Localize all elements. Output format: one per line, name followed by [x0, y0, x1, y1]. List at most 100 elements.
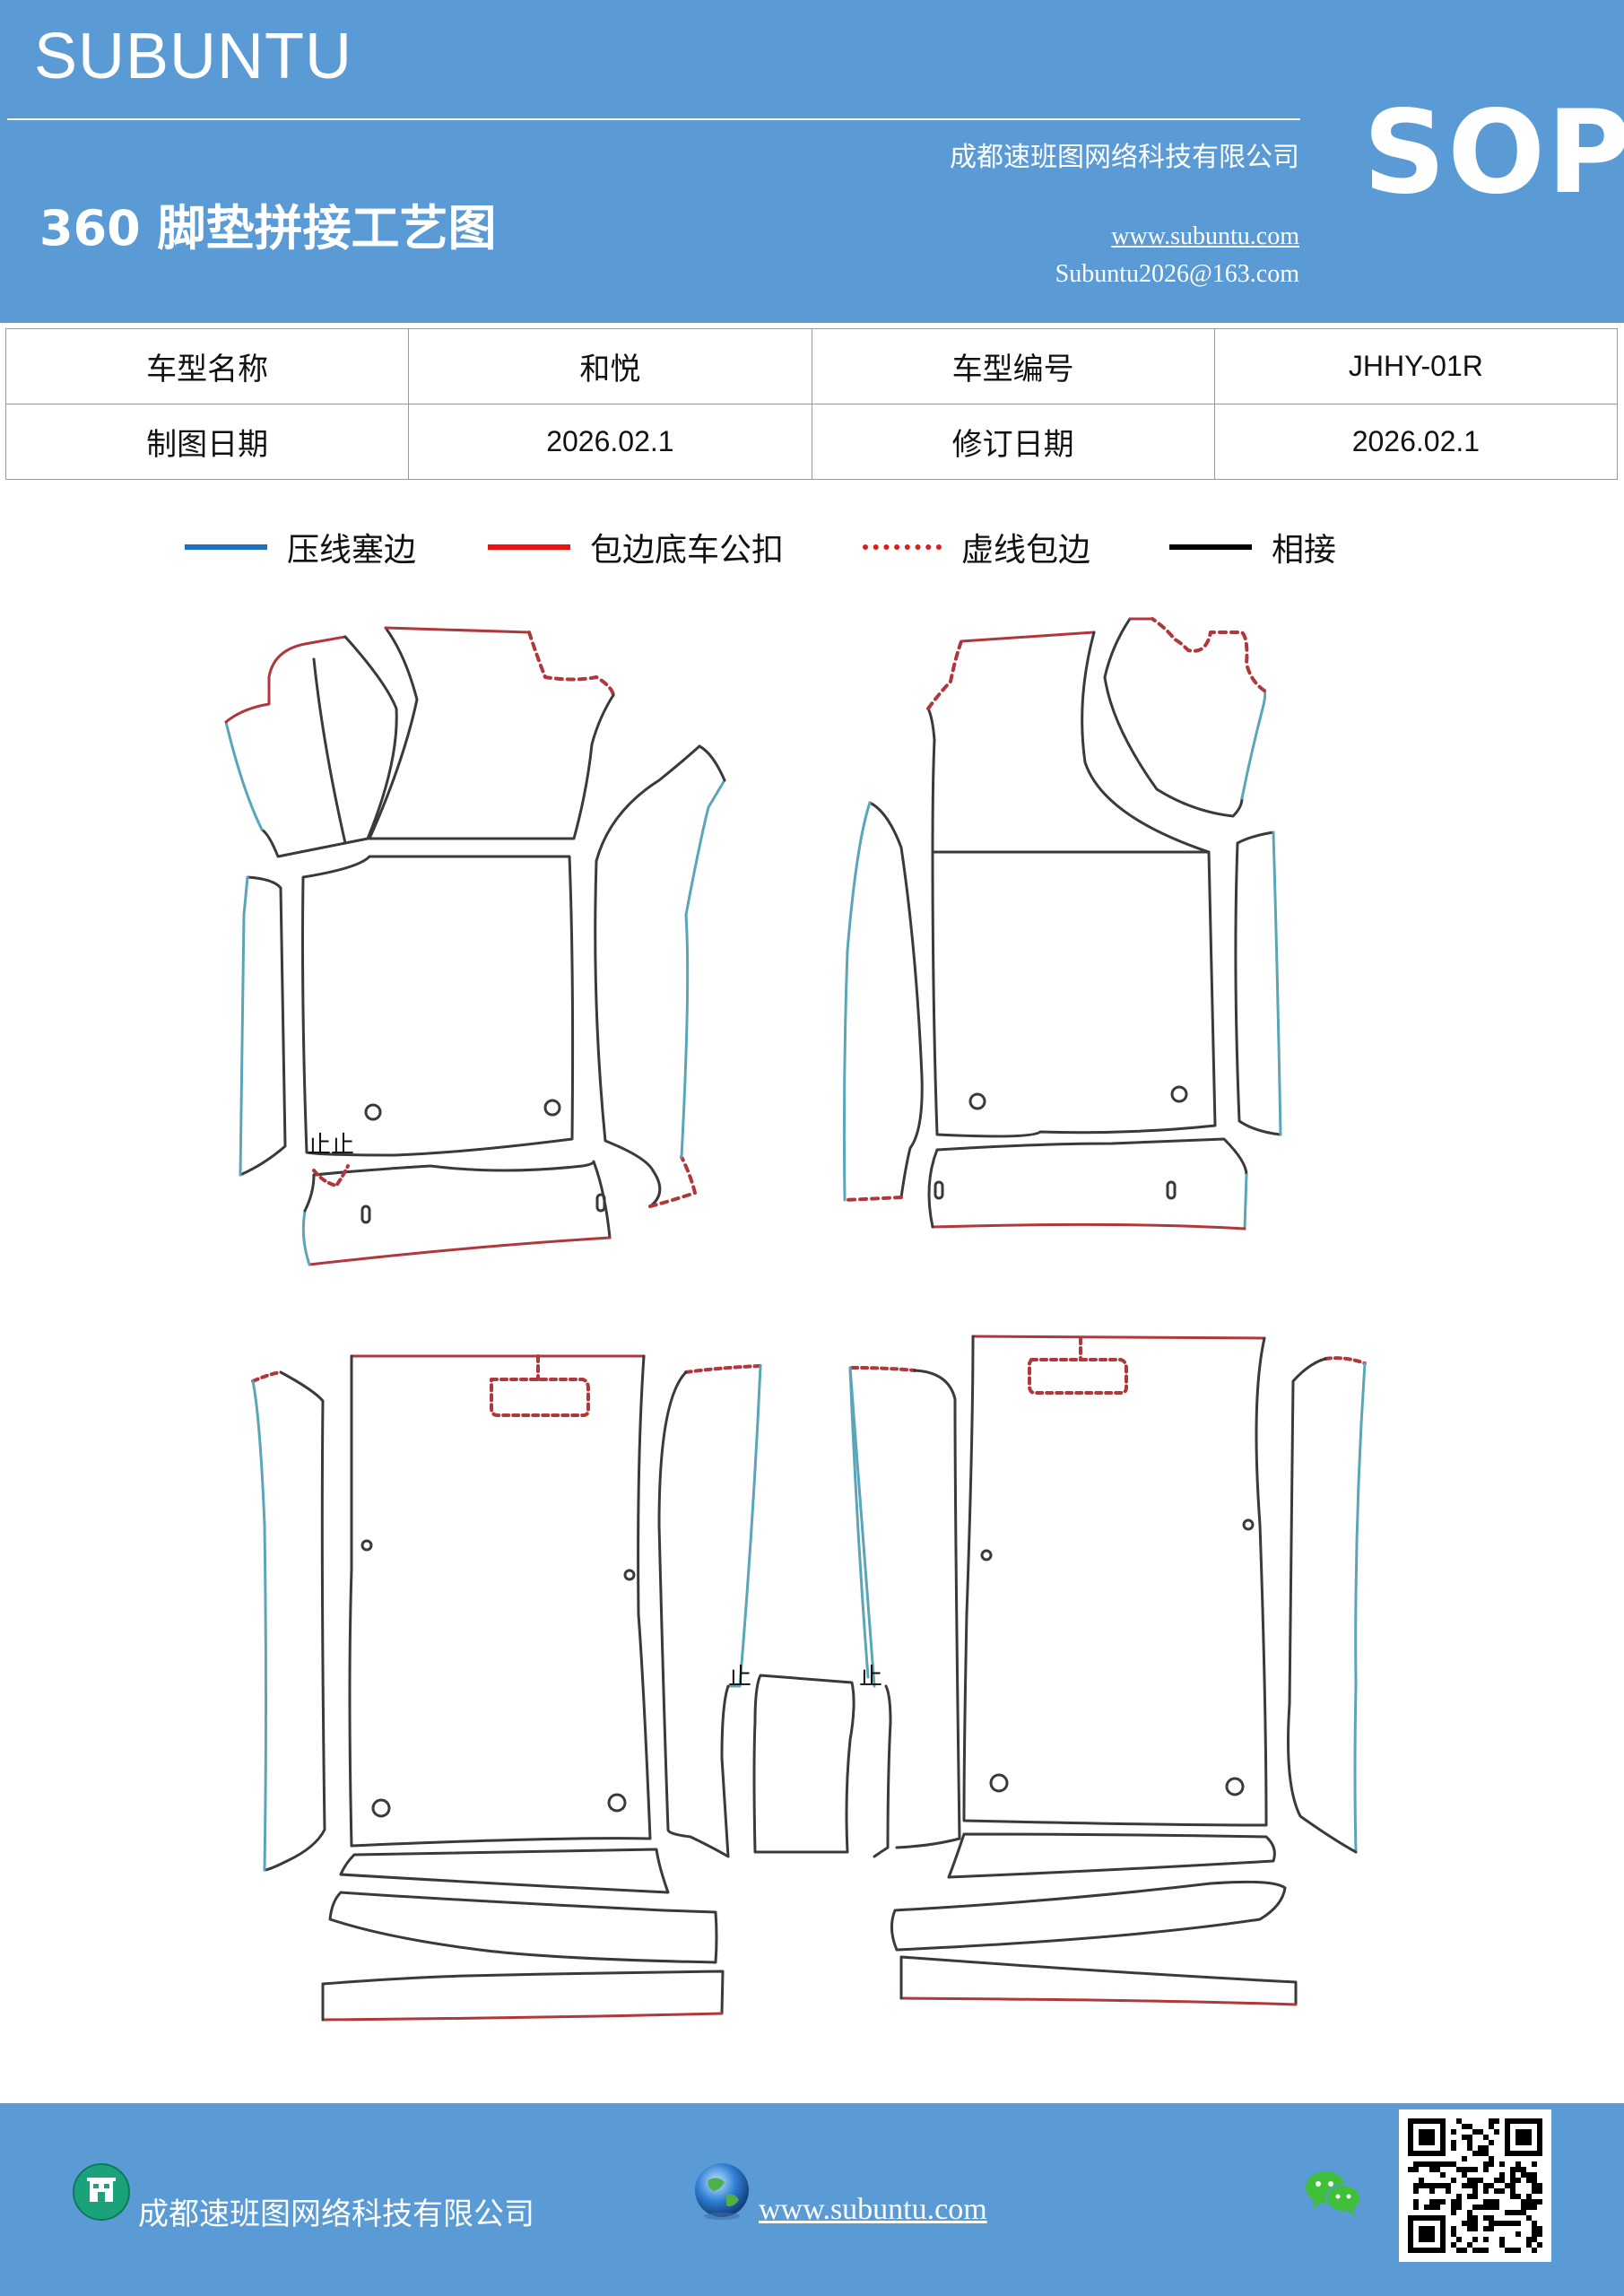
mat-piece — [1028, 1358, 1128, 1395]
header-divider — [7, 118, 1300, 120]
stop-mark: 止 — [728, 1664, 751, 1691]
revise-date-label: 修订日期 — [811, 404, 1215, 480]
mat-piece — [339, 1848, 670, 1894]
mat-piece — [698, 744, 726, 782]
mat-front-right-group — [842, 617, 1282, 1231]
mat-slot — [595, 1193, 606, 1213]
legend-label: 包边底车公扣 — [590, 532, 785, 569]
stop-mark: 止止 — [308, 1132, 354, 1159]
footer-website-link[interactable]: www.subuntu.com — [759, 2193, 987, 2226]
mat-piece — [308, 1236, 612, 1266]
mat-piece — [850, 1366, 916, 1372]
mat-piece — [931, 850, 1217, 1138]
mat-piece — [648, 1155, 697, 1208]
revise-date-value: 2026.02.1 — [1213, 404, 1619, 480]
mat-piece — [931, 1222, 1246, 1231]
mat-hole — [989, 1773, 1009, 1793]
mat-piece — [303, 1173, 316, 1213]
mat-piece — [873, 1684, 892, 1858]
legend-swatch-black — [1169, 544, 1252, 550]
stop-mark: 止 — [859, 1664, 882, 1691]
mat-piece — [926, 639, 963, 710]
car-code-value: JHHY-01R — [1213, 328, 1619, 404]
mat-piece — [684, 1364, 762, 1374]
mat-piece — [1243, 1173, 1248, 1231]
mat-piece — [890, 1880, 1287, 1952]
mat-piece — [931, 631, 1211, 854]
mat-piece — [752, 1674, 855, 1854]
mat-piece — [527, 631, 615, 697]
mat-piece — [960, 631, 1096, 643]
draw-date-value: 2026.02.1 — [408, 404, 812, 480]
mat-hole — [968, 1092, 986, 1110]
mat-piece — [321, 635, 398, 849]
mat-piece — [947, 1832, 1276, 1879]
mat-hole — [1170, 1085, 1188, 1103]
page-footer: 成都速班图网络科技有限公司 www.subuntu.com — [0, 2103, 1624, 2296]
mat-piece — [312, 1164, 350, 1187]
mat-piece — [843, 1196, 903, 1202]
mat-piece — [895, 1369, 961, 1849]
car-name-value: 和悦 — [408, 328, 812, 404]
wechat-icon[interactable] — [1302, 2166, 1365, 2220]
mat-piece — [848, 1366, 870, 1679]
mat-piece — [384, 626, 531, 634]
page-header: SUBUNTU 360 脚垫拼接工艺图 成都速班图网络科技有限公司 www.su… — [0, 0, 1624, 323]
mat-piece — [348, 1354, 652, 1848]
legend-label: 相接 — [1272, 532, 1337, 569]
mat-rear-left-group: 止 — [251, 1354, 762, 2022]
mat-piece — [224, 720, 264, 831]
mat-center-tunnel: 止 — [752, 1366, 892, 1858]
footer-company-name: 成都速班图网络科技有限公司 — [138, 2196, 534, 2232]
legend-item-joint: 相接 — [1169, 520, 1336, 574]
mat-hole — [1242, 1518, 1255, 1531]
mat-piece — [321, 2012, 724, 2022]
legend-item-bind-edge: 包边底车公扣 — [488, 520, 784, 574]
mat-slot — [934, 1180, 944, 1200]
mat-piece — [962, 1335, 1268, 1827]
mat-hole — [1225, 1777, 1245, 1796]
globe-icon — [695, 2163, 749, 2220]
mat-piece — [1272, 831, 1282, 1136]
mat-slot — [360, 1205, 371, 1224]
mat-piece — [927, 1148, 939, 1229]
mat-hole — [607, 1793, 627, 1813]
floor-mat-pattern-drawing: 止止 — [224, 617, 1367, 2022]
qr-code-pattern — [1408, 2118, 1542, 2253]
mat-piece — [1151, 617, 1266, 692]
mat-piece — [868, 801, 924, 1199]
mat-piece — [321, 1970, 725, 2015]
mat-piece — [251, 1379, 267, 1872]
mat-front-left-group: 止止 — [224, 626, 726, 1266]
brand-name: SUBUNTU — [34, 21, 353, 92]
mat-hole — [543, 1099, 561, 1117]
mat-piece — [1287, 1357, 1358, 1854]
mat-piece — [267, 635, 347, 679]
mat-piece — [490, 1378, 590, 1417]
line-legend: 压线塞边 包边底车公扣 虚线包边 相接 — [0, 520, 1624, 574]
mat-piece — [328, 1891, 718, 1964]
mat-piece — [971, 1335, 1266, 1340]
mat-piece — [239, 875, 249, 1177]
mat-piece — [899, 1996, 1298, 2006]
mat-rear-right-group — [848, 1335, 1367, 2006]
car-name-label: 车型名称 — [4, 328, 410, 404]
mat-piece — [368, 626, 419, 840]
mat-hole — [364, 1103, 382, 1121]
mat-piece — [260, 828, 325, 858]
header-email[interactable]: Subuntu2026@163.com — [1055, 260, 1299, 288]
mat-piece — [1353, 1361, 1367, 1854]
mat-piece — [1103, 617, 1244, 818]
mat-piece — [680, 778, 726, 1159]
mat-piece — [1324, 1356, 1367, 1365]
mat-piece — [935, 1137, 1248, 1177]
mat-piece — [312, 657, 347, 845]
mat-piece — [301, 855, 575, 1157]
mat-piece — [1240, 689, 1267, 800]
table-row: 制图日期 2026.02.1 修订日期 2026.02.1 — [4, 404, 1619, 480]
legend-swatch-red — [488, 544, 570, 550]
mat-piece — [251, 1370, 282, 1383]
mat-piece — [239, 875, 287, 1177]
header-website-link[interactable]: www.subuntu.com — [1111, 222, 1299, 250]
draw-date-label: 制图日期 — [4, 404, 410, 480]
